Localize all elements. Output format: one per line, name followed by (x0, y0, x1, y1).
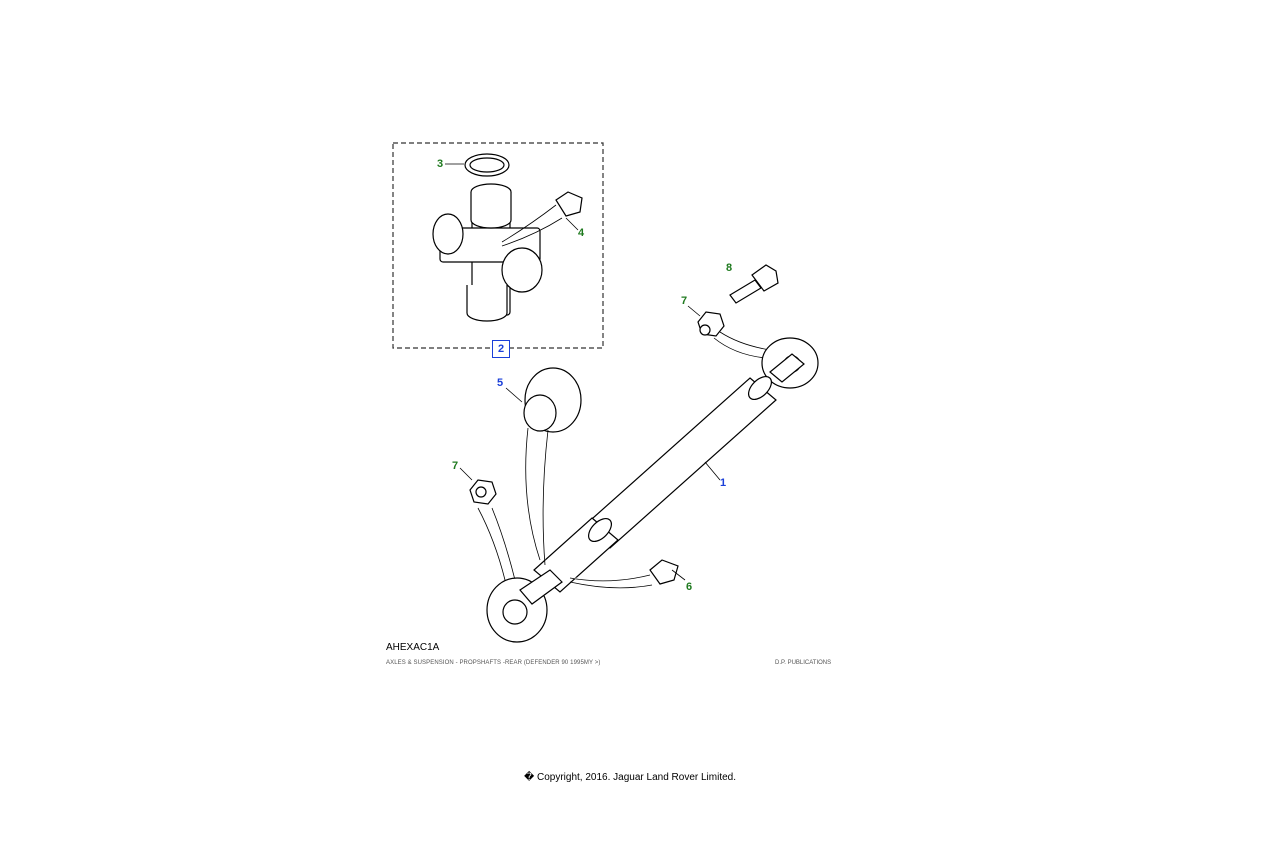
centre-bearing-part (505, 367, 582, 566)
callout-2[interactable]: 2 (492, 340, 510, 358)
grease-nipple-part (501, 191, 583, 247)
upper-flange-part (761, 337, 819, 389)
nut-part-lower (459, 467, 516, 581)
diagram-caption: AXLES & SUSPENSION - PROPSHAFTS -REAR (D… (386, 660, 601, 666)
callout-6[interactable]: 6 (686, 581, 693, 593)
circlip-part (445, 153, 510, 177)
grease-nipple-part-lower (569, 559, 686, 589)
callout-3[interactable]: 3 (437, 158, 444, 170)
callout-1[interactable]: 1 (720, 477, 727, 489)
publisher-label: D.P. PUBLICATIONS (775, 660, 832, 666)
illustration-reference-code: AHEXAC1A (386, 642, 440, 653)
propshaft-tube-part (533, 375, 777, 593)
bolt-part (729, 264, 779, 304)
lower-flange-part (486, 569, 563, 643)
callout-7-upper[interactable]: 7 (681, 295, 688, 307)
callout-4[interactable]: 4 (578, 227, 585, 239)
universal-joint-part (432, 183, 543, 322)
copyright-notice: � Copyright, 2016. Jaguar Land Rover Lim… (523, 772, 737, 783)
callout-7-lower[interactable]: 7 (452, 460, 459, 472)
nut-part-upper (687, 305, 771, 359)
callout-5[interactable]: 5 (497, 377, 504, 389)
callout-8[interactable]: 8 (726, 262, 733, 274)
